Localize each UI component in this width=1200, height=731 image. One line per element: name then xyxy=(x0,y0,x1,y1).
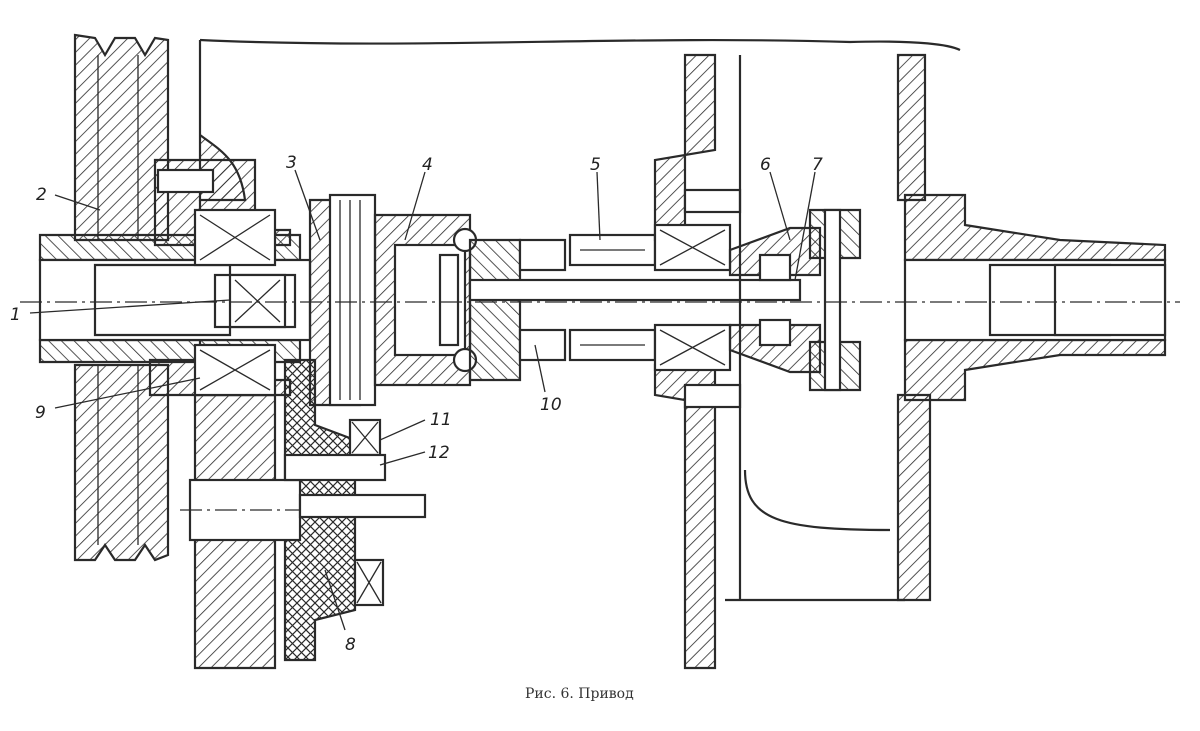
label-11: 11 xyxy=(430,410,452,430)
figure-caption: Рис. 6. Привод xyxy=(525,686,634,702)
label-7: 7 xyxy=(812,155,823,175)
label-9: 9 xyxy=(35,403,46,423)
label-5: 5 xyxy=(590,155,601,175)
label-2: 2 xyxy=(36,185,47,205)
intermediate-shaft-5 xyxy=(468,233,802,382)
label-3: 3 xyxy=(286,153,297,173)
label-6: 6 xyxy=(760,155,771,175)
label-8: 8 xyxy=(345,635,356,655)
right-housing xyxy=(725,53,1167,602)
label-4: 4 xyxy=(422,155,433,175)
label-10: 10 xyxy=(540,395,562,415)
lower-gear-8 xyxy=(188,358,427,662)
bevel-gear-6-7 xyxy=(728,208,862,392)
bearings-left xyxy=(193,208,287,397)
label-1: 1 xyxy=(10,305,21,325)
label-12: 12 xyxy=(428,443,450,463)
leader-lines xyxy=(29,169,816,631)
clutch-assembly xyxy=(308,193,478,407)
middle-housing-wall xyxy=(653,53,742,670)
pulley-2 xyxy=(73,33,170,562)
